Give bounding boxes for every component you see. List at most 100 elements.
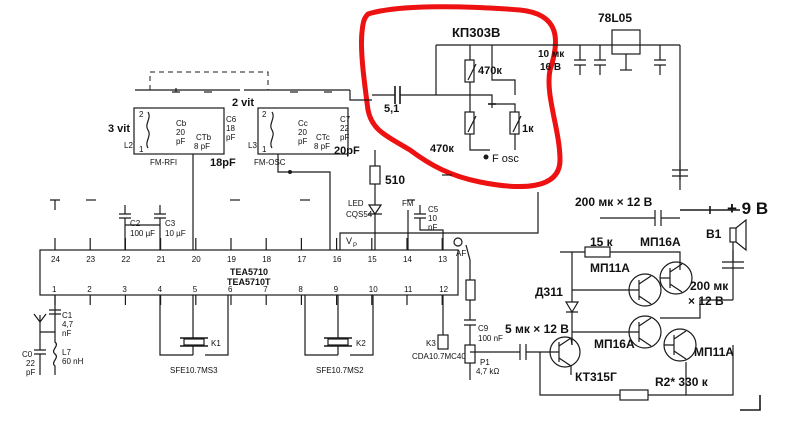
ic-pin-bottom: 1 [52,285,57,294]
ctc-val: 8 pF [314,142,330,151]
resistor-510 [369,165,381,185]
r3-label: 1к [522,123,534,135]
ic-pin-bottom: 6 [228,285,233,294]
ic-pin-top: 17 [297,255,306,264]
kt315-label: КТ315Г [575,370,617,384]
regulator-section: 78L05 10 мк 16 В [538,11,681,190]
ctc-label: CTc [316,133,330,142]
t2-label: МП11А [590,261,630,275]
ic-pin-top: 18 [262,255,271,264]
ic-pin-top: 22 [121,255,130,264]
k3-name: CDA10.7MC40 [412,352,466,361]
fm-rfi-box [133,107,225,155]
cap10-label: 10 мк [538,49,565,60]
k2-label: K2 [356,339,366,348]
cap20-label: 20pF [334,145,360,157]
audio-amplifier: + 9 В 200 мк × 12 В В1 15 к МП16А 200 мк… [470,160,768,411]
l7-label: L7 [62,348,71,357]
cc-val1: 20 [298,128,307,137]
p1-val: 4,7 kΩ [476,367,499,376]
cb-label: Cb [176,119,187,128]
supply-label: + 9 В [727,199,768,218]
ic-pin-bottom: 9 [334,285,339,294]
c200b1-label: 200 мк [690,279,729,293]
c0-val1: 22 [26,359,35,368]
cb-val1: 20 [176,128,185,137]
cc-val2: pF [298,137,307,146]
ic-pin-bottom: 10 [369,285,378,294]
k1-name: SFE10.7MS3 [170,366,218,375]
c200a-label: 200 мк × 12 В [575,195,653,209]
fm-label: FM [402,199,414,208]
l3-pin1: 1 [262,145,267,154]
reg-label: 78L05 [598,11,632,25]
cap18-label: 18pF [210,157,236,169]
t1-label: МП16А [640,235,681,249]
ic-pin-top: 13 [438,255,447,264]
cap-5-1-label: 5,1 [384,103,399,115]
c6-val2: pF [226,133,235,142]
fm-osc-box [257,107,349,155]
af-output: C9 100 nF P1 4,7 kΩ [464,244,503,380]
c5mk-label: 5 мк × 12 В [505,322,569,336]
tank-circuits: 3 vit 2 vit L2 2 1 Cb 20 pF CTb 8 pF C6 … [108,71,372,250]
c1-val2: nF [62,329,71,338]
r15k-label: 15 к [590,235,614,249]
r510-label: 510 [385,173,405,187]
c2-val: 100 µF [130,229,155,238]
ic-pin-top: 14 [403,255,412,264]
fm-osc-label: FM-OSC [254,158,286,167]
led-label: LED [348,199,364,208]
c5-val1: 10 [428,214,437,223]
ic-pin-top: 15 [368,255,377,264]
ic-pin-bottom: 3 [122,285,127,294]
t4-label: МП11А [694,345,734,359]
d311-label: Д311 [535,285,563,299]
ctb-label: CTb [196,133,212,142]
ctb-val: 8 pF [194,142,210,151]
b1-label: В1 [706,227,722,241]
ground-markers [50,88,452,210]
vp-label: V [346,236,352,246]
ic-pin-top: 16 [333,255,342,264]
ic-body [39,249,459,296]
p1-label: P1 [480,358,490,367]
ic-pin-bottom: 5 [193,285,198,294]
led-name: CQS54 [346,210,373,219]
l2-pin2: 2 [139,110,144,119]
k3-label: K3 [426,339,436,348]
t3-label: МП16А [594,337,635,351]
turns-2: 2 vit [232,97,254,109]
r1-label: 470к [478,65,502,77]
c5-label: C5 [428,205,439,214]
oscillator-circuit: КП303В 470к 470к 5,1 1к F osc [372,25,680,165]
c200b2-label: × 12 В [688,294,724,308]
regulator-78l05 [611,29,641,55]
ic-pin-top: 19 [227,255,236,264]
c0-label: C0 [22,350,33,359]
r2-label: R2* 330 к [655,375,709,389]
ic-pin-top: 23 [86,255,95,264]
k2-name: SFE10.7MS2 [316,366,364,375]
af-label: AF [456,249,466,258]
highlight-outline [358,4,563,189]
l3-pin2: 2 [262,110,267,119]
c0-val2: pF [26,368,35,377]
c1-val1: 4,7 [62,320,74,329]
ic-pin-top: 21 [157,255,166,264]
k1-label: K1 [211,339,221,348]
ic-pin-bottom: 8 [298,285,303,294]
c3-val: 10 µF [165,229,186,238]
ic-pin-bottom: 2 [87,285,92,294]
ic-pin-bottom: 11 [404,285,413,294]
turns-3: 3 vit [108,123,130,135]
ic-name1: TEA5710 [230,267,268,277]
ic-name2: TEA5710T [227,277,271,287]
c2-label: C2 [130,219,141,228]
fm-rfi-label: FM-RFI [150,158,177,167]
ceramic-filters: K1 SFE10.7MS3 K2 SFE10.7MS2 K3 CDA10.7MC… [159,295,466,375]
